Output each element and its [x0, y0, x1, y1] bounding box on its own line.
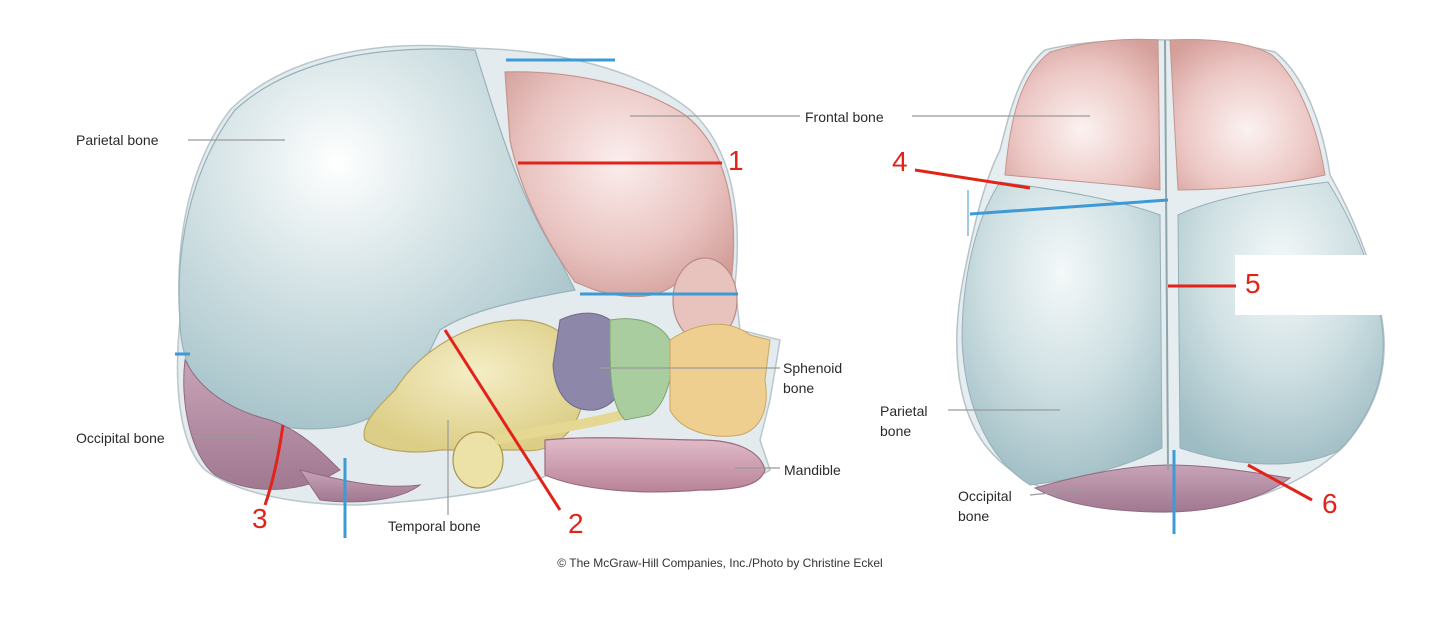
- occipital-bone-lateral: [183, 358, 341, 490]
- answer-number-4: 4: [892, 146, 908, 177]
- sphenoid-green: [609, 318, 674, 421]
- answer-number-6: 6: [1322, 488, 1338, 519]
- label-mask: [1235, 255, 1440, 315]
- frontal-bone-superior-right: [1169, 39, 1326, 191]
- sagittal-suture: [1164, 39, 1169, 471]
- label-sphenoid-bone: Sphenoid bone: [783, 360, 843, 397]
- leader-lines: [188, 115, 1090, 515]
- label-temporal-bone: Temporal bone: [388, 518, 481, 534]
- answer-number-3: 3: [252, 503, 268, 534]
- superior-view-skull: [956, 38, 1440, 513]
- answer-lines: [263, 161, 1313, 511]
- label-mandible: Mandible: [784, 462, 841, 478]
- answer-number-2: 2: [568, 508, 584, 539]
- label-parietal-bone-superior: Parietal bone: [880, 403, 928, 440]
- copyright-credit: © The McGraw-Hill Companies, Inc./Photo …: [557, 556, 883, 570]
- label-occipital-bone-lateral: Occipital bone: [76, 430, 165, 446]
- label-frontal-bone: Frontal bone: [805, 109, 884, 125]
- maxilla-region: [669, 323, 771, 437]
- answer-line-6: [1247, 463, 1313, 502]
- blank-lines: [175, 58, 1176, 538]
- occipital-bone-superior: [1033, 464, 1292, 513]
- answer-line-3: [263, 424, 285, 506]
- frontal-bone-superior-left: [1004, 38, 1161, 191]
- temporal-bone: [363, 319, 587, 453]
- label-occipital-bone-superior: Occipital bone: [958, 488, 1012, 525]
- answer-line-2: [443, 329, 562, 511]
- mandible: [544, 437, 766, 493]
- answer-line-4: [914, 168, 1031, 190]
- answer-number-1: 1: [728, 145, 744, 176]
- ear-canal: [452, 431, 504, 489]
- parietal-bone-superior-right: [1177, 181, 1384, 465]
- parietal-bone-superior-left: [961, 181, 1163, 486]
- blank-line-e: [969, 198, 1169, 216]
- answer-number-5: 5: [1245, 268, 1261, 299]
- label-parietal-bone-lateral: Parietal bone: [76, 132, 159, 148]
- lateral-view-skull: [176, 44, 781, 506]
